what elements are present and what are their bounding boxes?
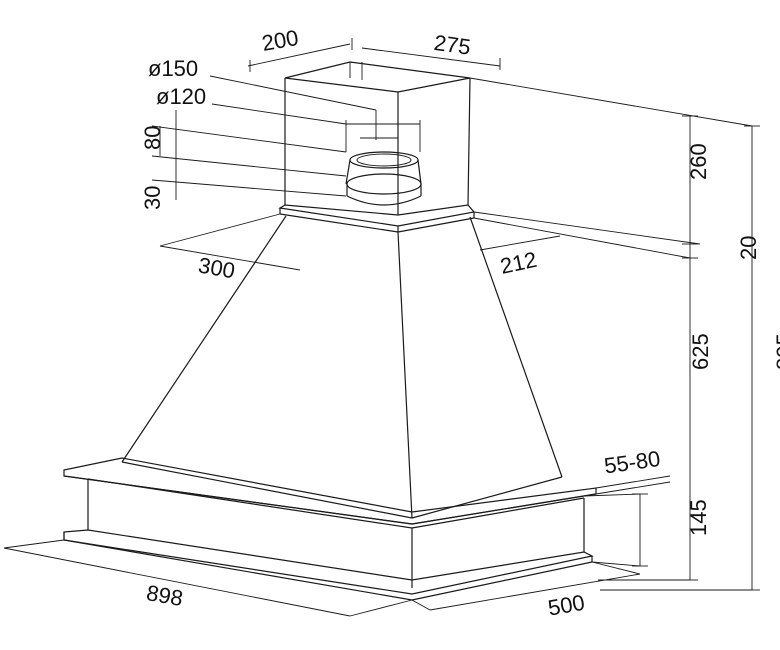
dim-chimney-height: 260 [686,143,711,180]
dim-outlet-inner-diameter: ø120 [156,84,206,109]
dim-canopy-height: 625 [688,333,713,370]
outlet-collar [345,110,422,206]
canopy-body [121,215,563,519]
dim-chimney-width: 275 [432,30,472,60]
dim-collar-height: 80 [140,126,165,150]
dim-collar-offset: 30 [140,186,165,210]
dim-outlet-outer-diameter: ø150 [148,56,198,81]
dim-shelf-depth: 55-80 [603,446,662,479]
dim-base-depth: 500 [546,590,587,621]
dimension-labels: 200 275 ø150 ø120 80 30 300 212 260 20 6… [140,25,780,621]
dim-total-height: 895 [772,333,780,370]
chimney [284,61,471,215]
base-frame [63,457,597,601]
dim-top-trim-height: 20 [736,236,761,260]
dim-chimney-depth: 200 [260,25,301,56]
dimension-lines [3,38,760,617]
dim-canopy-top-depth: 300 [196,252,237,283]
canopy-top-trim [278,204,476,233]
dim-base-height: 145 [686,499,711,536]
dim-canopy-top-width: 212 [498,247,539,279]
dim-base-width: 898 [144,580,185,611]
